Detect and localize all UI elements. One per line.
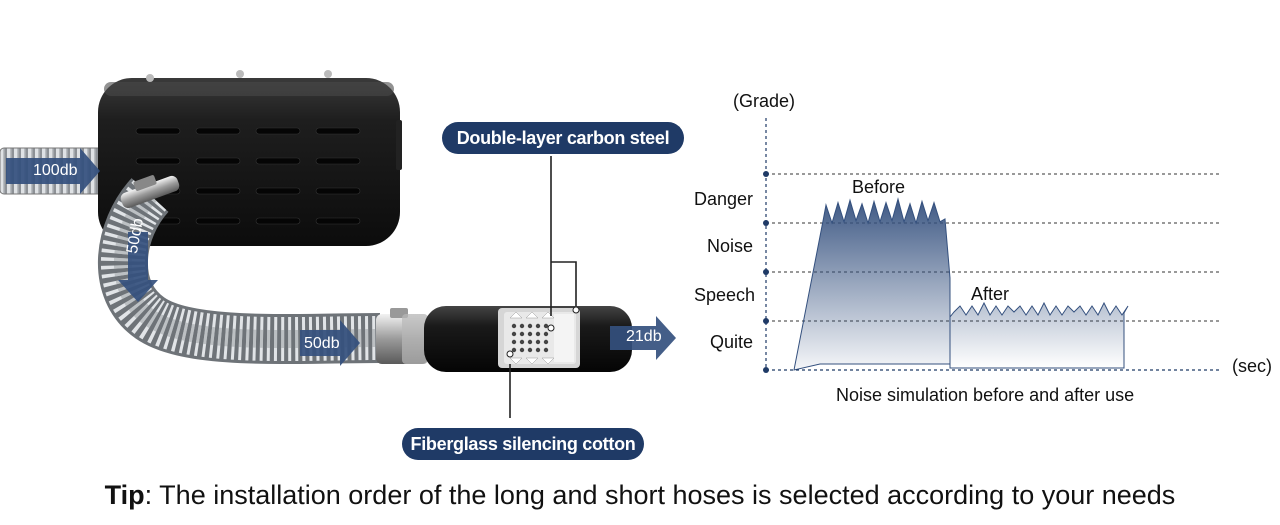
series-before-area <box>793 197 951 371</box>
outlet-arrow <box>610 316 676 360</box>
y-level-quite: Quite <box>709 332 753 352</box>
series-after-area <box>949 301 1129 369</box>
x-axis-title: (sec) <box>1232 356 1272 376</box>
callout-top: Double-layer carbon steel <box>442 122 684 154</box>
hose-db-label: 50db <box>304 335 340 352</box>
tip-text: : The installation order of the long and… <box>144 480 1176 510</box>
series-before-label: Before <box>852 177 906 197</box>
chart-title: Noise simulation before and after use <box>836 385 1135 405</box>
series-after-label: After <box>971 284 1010 304</box>
axis-dot <box>763 220 769 226</box>
y-level-noise: Noise <box>706 236 753 256</box>
tube-coupling <box>376 308 428 364</box>
muffler-tube <box>424 306 632 372</box>
y-level-danger: Danger <box>693 189 753 209</box>
top-clamp <box>120 175 180 209</box>
axis-dot <box>763 318 769 324</box>
axis-dot <box>763 367 769 373</box>
outlet-db-label: 21db <box>626 328 662 345</box>
inlet-arrow <box>6 148 100 194</box>
tip-line: Tip: The installation order of the long … <box>0 480 1280 511</box>
tip-label: Tip <box>104 480 145 510</box>
bend-arrow <box>118 232 158 302</box>
axis-dot <box>763 269 769 275</box>
flow-arrows <box>6 148 676 366</box>
y-level-speech: Speech <box>693 285 755 305</box>
hose-arrow <box>300 320 360 366</box>
callout-leaders <box>509 156 577 418</box>
axis-dots <box>763 171 769 373</box>
callout-bottom: Fiberglass silencing cotton <box>402 428 644 460</box>
y-axis-title: (Grade) <box>733 91 796 111</box>
inlet-db-label: 100db <box>33 162 78 179</box>
axis-dot <box>763 171 769 177</box>
